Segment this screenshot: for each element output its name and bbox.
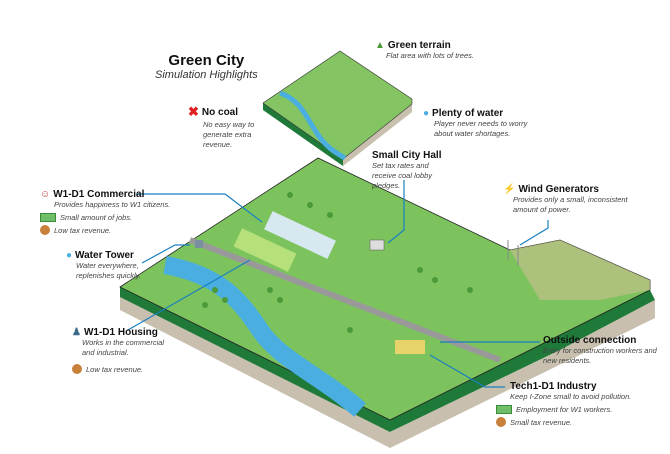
outside-connection-callout: Outside connection Entry for constructio…	[543, 335, 668, 366]
large-terrain-slab	[119, 157, 655, 448]
wind-desc: Provides only a small, inconsistent amou…	[513, 195, 628, 214]
industry-tax: Small tax revenue.	[510, 417, 573, 427]
lightning-icon: ⚡	[503, 184, 516, 195]
person-icon: ♟	[72, 327, 81, 338]
water-drop-icon: ●	[66, 250, 73, 261]
outside-desc: Entry for construction workers and new r…	[543, 346, 657, 365]
wind-title: Wind Generators	[518, 184, 599, 195]
housing-title: W1-D1 Housing	[83, 327, 158, 338]
industry-callout: Tech1-D1 Industry Keep I-Zone small to a…	[496, 381, 631, 427]
no-coal-icon: ✖	[188, 104, 199, 119]
housing-desc: Works in the commercial and industrial.	[82, 338, 165, 357]
green-terrain-note: ▲Green terrain Flat area with lots of tr…	[375, 40, 505, 61]
wind-callout: ⚡Wind Generators Provides only a small, …	[503, 184, 628, 215]
industry-desc: Keep I-Zone small to avoid pollution.	[510, 392, 632, 401]
trees	[202, 192, 473, 333]
happy-face-icon: ☺	[40, 189, 51, 200]
green-terrain-title: Green terrain	[387, 40, 451, 51]
water-tower-title: Water Tower	[75, 250, 134, 261]
outside-title: Outside connection	[543, 335, 637, 346]
page-subtitle: Simulation Highlights	[155, 69, 258, 81]
water-tower-callout: ●Water Tower Water everywhere, replenish…	[66, 250, 146, 281]
water-drop-icon: ●	[423, 108, 430, 119]
water-tower-desc: Water everywhere, replenishes quickly.	[76, 261, 141, 280]
industry-title: Tech1-D1 Industry	[510, 381, 597, 392]
city-hall-desc: Set tax rates and receive coal lobby ple…	[372, 161, 433, 190]
no-coal-title: No coal	[201, 106, 239, 118]
cash-icon	[40, 213, 56, 222]
housing-tax: Low tax revenue.	[86, 364, 144, 374]
coin-icon	[496, 417, 506, 427]
no-coal-note: ✖No coal No easy way to generate extra r…	[188, 104, 278, 150]
water-note: ●Plenty of water Player never needs to w…	[423, 108, 538, 139]
tree-icon: ▲	[375, 40, 385, 51]
coin-icon	[40, 225, 50, 235]
water-title: Plenty of water	[432, 108, 504, 119]
header: Green City Simulation Highlights	[155, 52, 258, 81]
commercial-tax: Low tax revenue.	[54, 225, 112, 235]
commercial-title: W1-D1 Commercial	[53, 189, 145, 200]
page-title: Green City	[168, 52, 245, 69]
cash-icon	[496, 405, 512, 414]
city-hall-title: Small City Hall	[372, 150, 442, 161]
city-hall-callout: Small City Hall Set tax rates and receiv…	[372, 150, 452, 191]
no-coal-desc: No easy way to generate extra revenue.	[203, 120, 255, 149]
commercial-jobs: Small amount of jobs.	[60, 213, 133, 222]
green-terrain-desc: Flat area with lots of trees.	[386, 51, 474, 60]
leader-lines	[127, 180, 549, 388]
water-desc: Player never needs to worry about water …	[434, 119, 528, 138]
industry-jobs: Employment for W1 workers.	[516, 405, 613, 414]
coin-icon	[72, 364, 82, 374]
small-terrain-slab	[262, 50, 413, 166]
commercial-desc: Provides happiness to W1 citizens.	[54, 200, 171, 209]
housing-callout: ♟W1-D1 Housing Works in the commercial a…	[72, 327, 167, 374]
commercial-callout: ☺W1-D1 Commercial Provides happiness to …	[40, 189, 170, 235]
